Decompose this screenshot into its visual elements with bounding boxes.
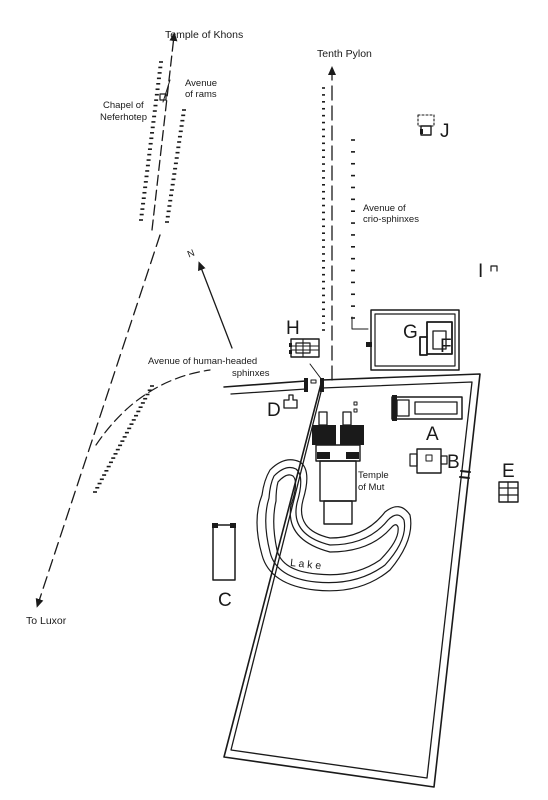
temple-of-mut: [312, 401, 364, 525]
building-h: [289, 338, 320, 358]
avenue-of-crio-sphinxes: [322, 66, 355, 381]
route-to-luxor: [35, 234, 211, 608]
entrance-gateway: [304, 378, 324, 392]
label-lake: L a k e: [290, 557, 322, 572]
precinct-enclosure: [223, 373, 481, 788]
label-tenth-pylon: Tenth Pylon: [317, 48, 372, 60]
letter-d: D: [267, 400, 281, 421]
building-i: [490, 265, 498, 272]
label-avenue-of-rams-line2: of rams: [185, 89, 217, 100]
building-a: [391, 395, 463, 421]
letter-f: F: [440, 336, 452, 357]
label-temple-of-khons: Temple of Khons: [165, 29, 243, 41]
letter-g: G: [403, 322, 418, 343]
letter-i: I: [478, 261, 483, 282]
building-fg-enclosure: [366, 309, 460, 371]
letter-h: H: [286, 318, 300, 339]
letter-b: B: [447, 452, 460, 473]
building-d: [283, 394, 298, 409]
label-north: N: [186, 248, 197, 261]
label-avenue-of-rams-line1: Avenue: [185, 78, 217, 89]
letter-c: C: [218, 590, 232, 611]
chapel-of-neferhotep: [159, 93, 167, 101]
north-arrow: [198, 261, 233, 349]
label-temple-of-mut-line1: Temple: [358, 470, 389, 481]
label-to-luxor: To Luxor: [26, 615, 67, 627]
building-b: [409, 448, 448, 474]
building-c: [212, 523, 236, 581]
label-crio-sphinxes-line2: crio-sphinxes: [363, 214, 419, 225]
avenue-of-rams: [139, 32, 186, 231]
sacred-lake: [256, 459, 412, 592]
label-human-sphinxes-line1: Avenue of human-headed: [148, 356, 257, 367]
label-temple-of-mut-line2: of Mut: [358, 482, 385, 493]
letter-a: A: [426, 424, 439, 445]
building-e: [498, 481, 519, 503]
label-chapel-line2: Neferhotep: [100, 112, 147, 123]
leader-lines: [162, 79, 369, 381]
label-crio-sphinxes-line1: Avenue of: [363, 203, 406, 214]
letter-j: J: [440, 121, 450, 142]
label-human-sphinxes-line2: sphinxes: [232, 368, 270, 379]
label-chapel-line1: Chapel of: [103, 100, 144, 111]
letter-e: E: [502, 461, 515, 482]
building-j: [417, 114, 435, 136]
